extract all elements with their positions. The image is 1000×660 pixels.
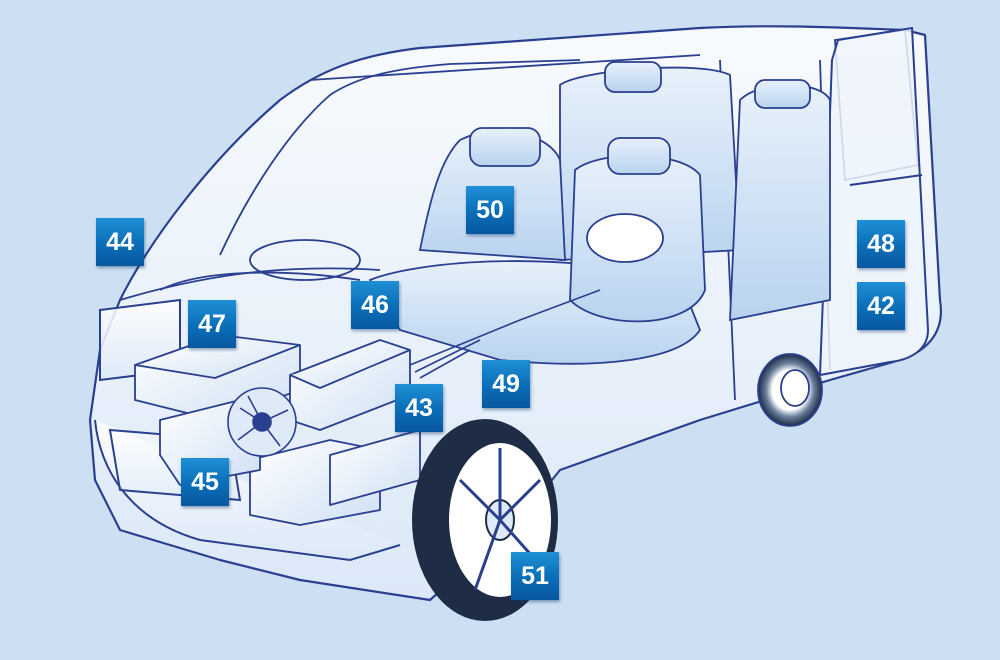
dashboard bbox=[159, 239, 361, 291]
marker-45[interactable]: 45 bbox=[181, 458, 229, 506]
engine-components bbox=[134, 334, 421, 526]
marker-50[interactable]: 50 bbox=[466, 186, 514, 234]
marker-44-label: 44 bbox=[106, 227, 134, 256]
marker-44[interactable]: 44 bbox=[96, 218, 144, 266]
wiring-harness-drawing bbox=[409, 289, 601, 379]
marker-48[interactable]: 48 bbox=[857, 220, 905, 268]
marker-47-label: 47 bbox=[198, 309, 226, 338]
marker-49-label: 49 bbox=[492, 369, 520, 398]
marker-46-label: 46 bbox=[361, 290, 389, 319]
marker-49[interactable]: 49 bbox=[482, 360, 530, 408]
marker-51-label: 51 bbox=[521, 561, 549, 590]
radiator-fan-drawing bbox=[227, 387, 297, 457]
marker-43[interactable]: 43 bbox=[395, 384, 443, 432]
marker-48-label: 48 bbox=[867, 229, 895, 258]
marker-51[interactable]: 51 bbox=[511, 552, 559, 600]
marker-42-label: 42 bbox=[867, 291, 895, 320]
marker-43-label: 43 bbox=[405, 393, 433, 422]
marker-42[interactable]: 42 bbox=[857, 282, 905, 330]
marker-45-label: 45 bbox=[191, 467, 219, 496]
marker-46[interactable]: 46 bbox=[351, 281, 399, 329]
rear-wheel bbox=[757, 353, 823, 427]
marker-50-label: 50 bbox=[476, 195, 504, 224]
marker-47[interactable]: 47 bbox=[188, 300, 236, 348]
